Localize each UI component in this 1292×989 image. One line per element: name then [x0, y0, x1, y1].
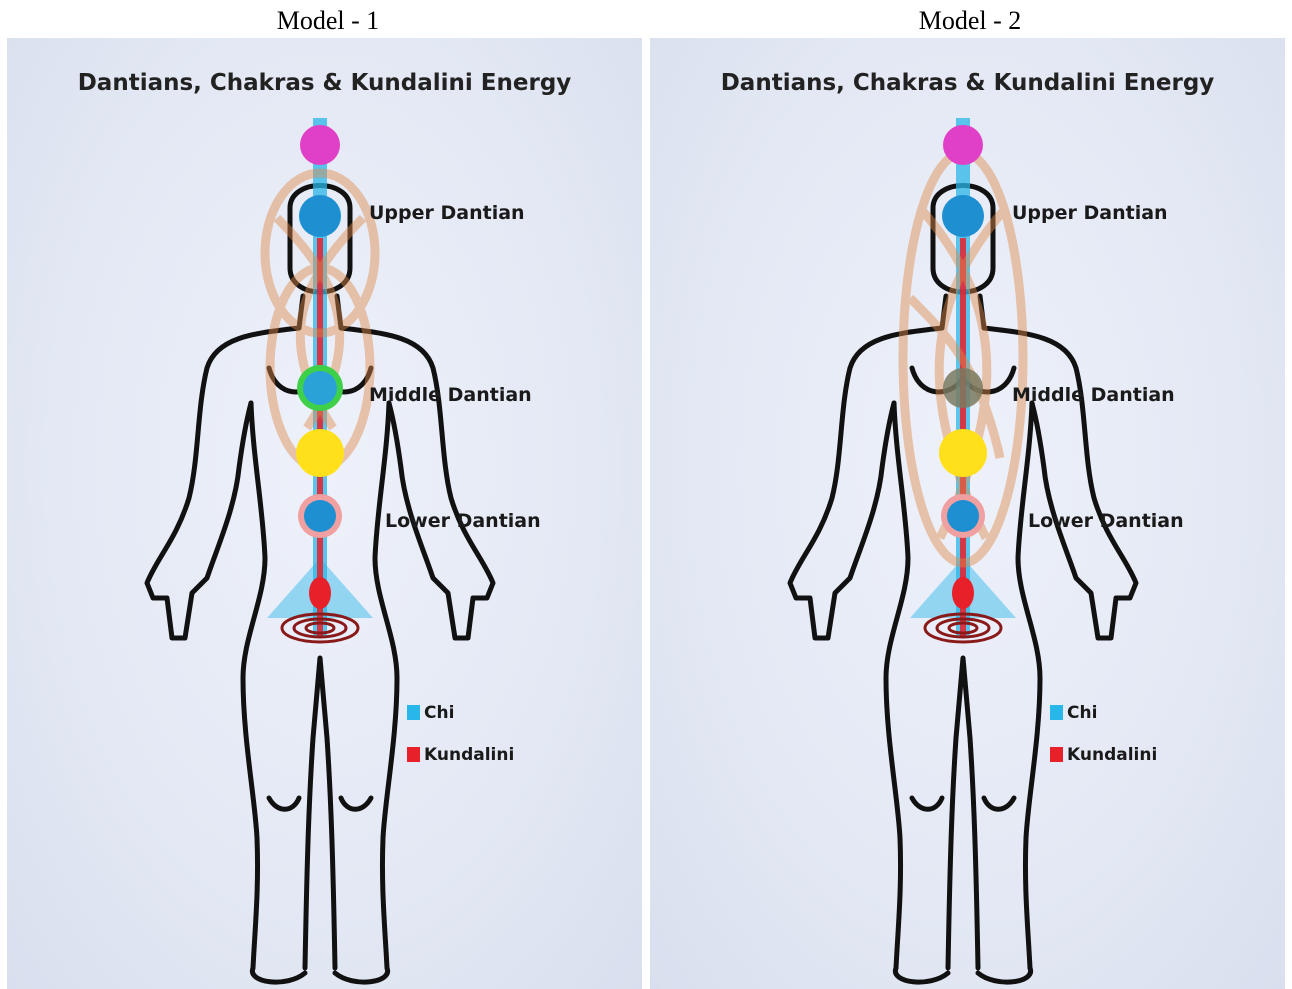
model-1-label: Model - 1: [178, 6, 478, 36]
upper-dantian-label: Upper Dantian: [1012, 202, 1168, 224]
legend-kundalini: Kundalini: [407, 745, 514, 765]
legs-outline: [305, 658, 335, 968]
upper-dantian-label: Upper Dantian: [369, 202, 525, 224]
body-diagram-2: [650, 38, 1285, 989]
lower-dantian-label: Lower Dantian: [1028, 510, 1184, 532]
root-chakra: [309, 577, 331, 609]
legend-kundalini: Kundalini: [1050, 745, 1157, 765]
feet-outline: [252, 968, 387, 982]
heart-chakra: [303, 371, 337, 405]
kundalini-swatch: [1050, 747, 1063, 762]
middle-dantian-label: Middle Dantian: [1012, 384, 1175, 406]
model-2-label: Model - 2: [820, 6, 1120, 36]
model-2-panel: Dantians, Chakras & Kundalini Energy Upp…: [650, 38, 1285, 989]
torso-outline: [243, 403, 265, 968]
middle-dantian-label: Middle Dantian: [369, 384, 532, 406]
solar-plexus-chakra: [296, 429, 344, 477]
third-eye-chakra: [299, 195, 341, 237]
legend-chi: Chi: [407, 703, 454, 723]
left-arm-outline: [147, 328, 299, 638]
lower-dantian-label: Lower Dantian: [385, 510, 541, 532]
diagram-title: Dantians, Chakras & Kundalini Energy: [650, 70, 1285, 96]
model-1-panel: Dantians, Chakras & Kundalini Energy Upp…: [7, 38, 642, 989]
diagram-title: Dantians, Chakras & Kundalini Energy: [7, 70, 642, 96]
chi-swatch: [1050, 705, 1063, 720]
chi-swatch: [407, 705, 420, 720]
sacral-chakra: [304, 500, 336, 532]
crown-chakra: [300, 125, 340, 165]
right-arm-outline: [341, 328, 493, 638]
legend-chi: Chi: [1050, 703, 1097, 723]
kundalini-swatch: [407, 747, 420, 762]
body-diagram-1: [7, 38, 642, 989]
